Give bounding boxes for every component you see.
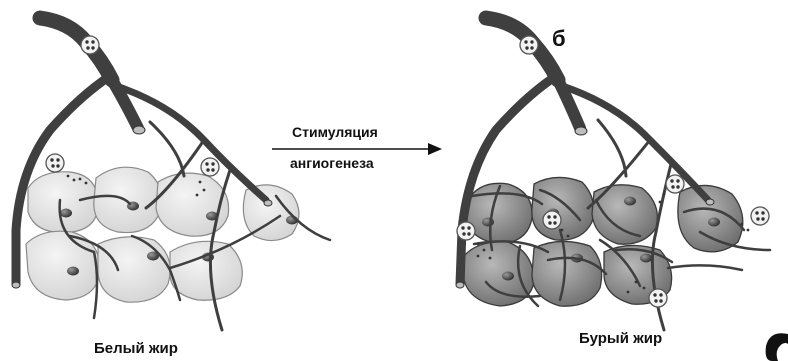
white-fat-panel: [12, 18, 330, 330]
progenitor-cell: [543, 211, 561, 229]
white-adipocyte: [98, 237, 170, 302]
progenitor-cell: [649, 289, 667, 307]
white-fat-caption: Белый жир: [94, 340, 178, 357]
white-adipocyte: [156, 173, 229, 236]
progenitor-cell: [457, 222, 475, 240]
nucleus: [60, 209, 72, 218]
nucleus: [640, 254, 652, 263]
panel-letter: б: [552, 26, 566, 52]
brown-fat-caption: Бурый жир: [579, 330, 662, 347]
logo-icon: [766, 333, 788, 361]
nucleus: [624, 197, 636, 206]
transition-arrow: [272, 143, 442, 155]
white-adipocyte: [170, 241, 242, 300]
arrow-label-line2: ангиогенеза: [290, 155, 374, 171]
nucleus: [708, 218, 720, 227]
progenitor-cell: [46, 154, 64, 172]
progenitor-cell: [520, 36, 538, 54]
progenitor-cell: [81, 36, 99, 54]
arrow-label-line1: Стимуляция: [292, 124, 378, 140]
white-adipocyte: [94, 167, 162, 232]
brown-fat-panel: [456, 18, 770, 330]
nucleus: [67, 267, 79, 276]
progenitor-cell: [201, 158, 219, 176]
nucleus: [502, 272, 514, 281]
progenitor-cell: [666, 175, 684, 193]
progenitor-cell: [751, 207, 769, 225]
brown-adipocyte: [532, 241, 602, 306]
